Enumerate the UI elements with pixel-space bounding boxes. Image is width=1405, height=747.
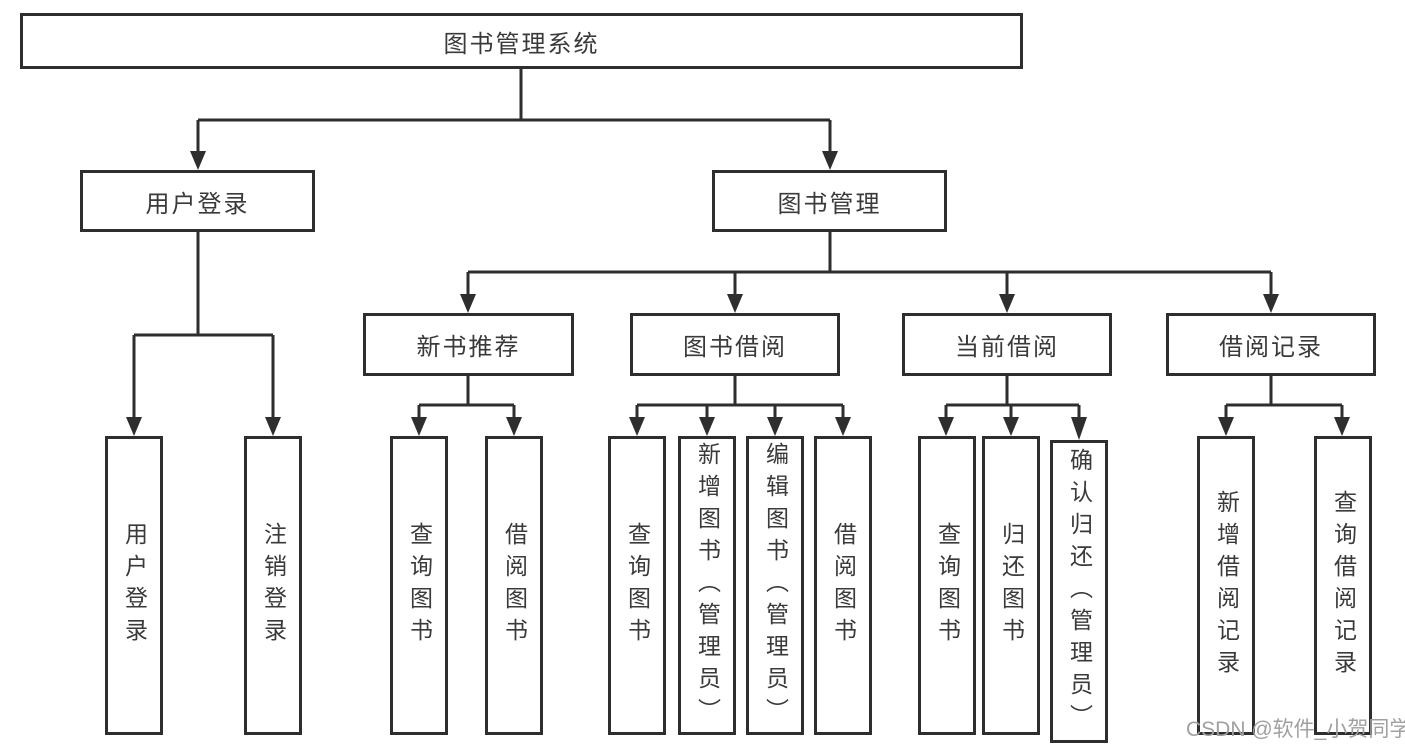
leaf-add-books-admin: 新增图书（管理员） (678, 436, 736, 735)
node-book-borrowing: 图书借阅 (630, 313, 840, 376)
leaf-query-borrow-record: 查询借阅记录 (1314, 436, 1372, 735)
leaf-user-login: 用户登录 (105, 436, 163, 735)
leaf-query-books-borrow: 查询图书 (608, 436, 666, 735)
leaf-label: 新增图书（管理员） (694, 441, 721, 730)
leaf-label: 归还图书 (998, 521, 1025, 650)
leaf-borrow-books: 借阅图书 (814, 436, 872, 735)
leaf-label: 编辑图书（管理员） (762, 441, 789, 730)
leaf-query-books-recommend: 查询图书 (390, 436, 448, 735)
leaf-label: 用户登录 (121, 521, 148, 650)
leaf-edit-books-admin: 编辑图书（管理员） (746, 436, 804, 735)
leaf-label: 注销登录 (260, 521, 287, 650)
node-book-management: 图书管理 (712, 170, 947, 232)
leaf-label: 查询图书 (934, 521, 961, 650)
leaf-label: 查询借阅记录 (1330, 489, 1357, 682)
node-label: 借阅记录 (1219, 334, 1323, 361)
leaf-confirm-return-admin: 确认归还（管理员） (1050, 440, 1108, 743)
leaf-return-books: 归还图书 (982, 436, 1040, 735)
leaf-label: 借阅图书 (830, 521, 857, 650)
leaf-label: 新增借阅记录 (1213, 489, 1240, 682)
arrowheads (126, 151, 1350, 440)
leaf-borrow-books-recommend: 借阅图书 (485, 436, 543, 735)
node-label: 新书推荐 (416, 334, 521, 361)
node-borrowing-records: 借阅记录 (1166, 313, 1376, 376)
node-label: 用户登录 (145, 190, 250, 218)
node-user-login: 用户登录 (80, 170, 315, 232)
node-label: 图书管理 (777, 190, 882, 218)
leaf-label: 借阅图书 (501, 521, 528, 650)
leaf-label: 确认归还（管理员） (1066, 447, 1093, 736)
leaf-logout: 注销登录 (244, 436, 302, 735)
node-label: 图书管理系统 (443, 30, 600, 58)
node-label: 当前借阅 (955, 334, 1059, 361)
node-label: 图书借阅 (683, 334, 787, 361)
leaf-add-borrow-record: 新增借阅记录 (1197, 436, 1255, 735)
leaf-label: 查询图书 (624, 521, 651, 650)
node-new-book-recommend: 新书推荐 (363, 313, 574, 376)
node-library-management-system: 图书管理系统 (20, 13, 1023, 69)
leaf-query-books-current: 查询图书 (918, 436, 976, 735)
csdn-watermark: CSDN @软件_小贺同学 (1186, 718, 1405, 741)
leaf-label: 查询图书 (406, 521, 433, 650)
node-current-borrowing: 当前借阅 (902, 313, 1112, 376)
